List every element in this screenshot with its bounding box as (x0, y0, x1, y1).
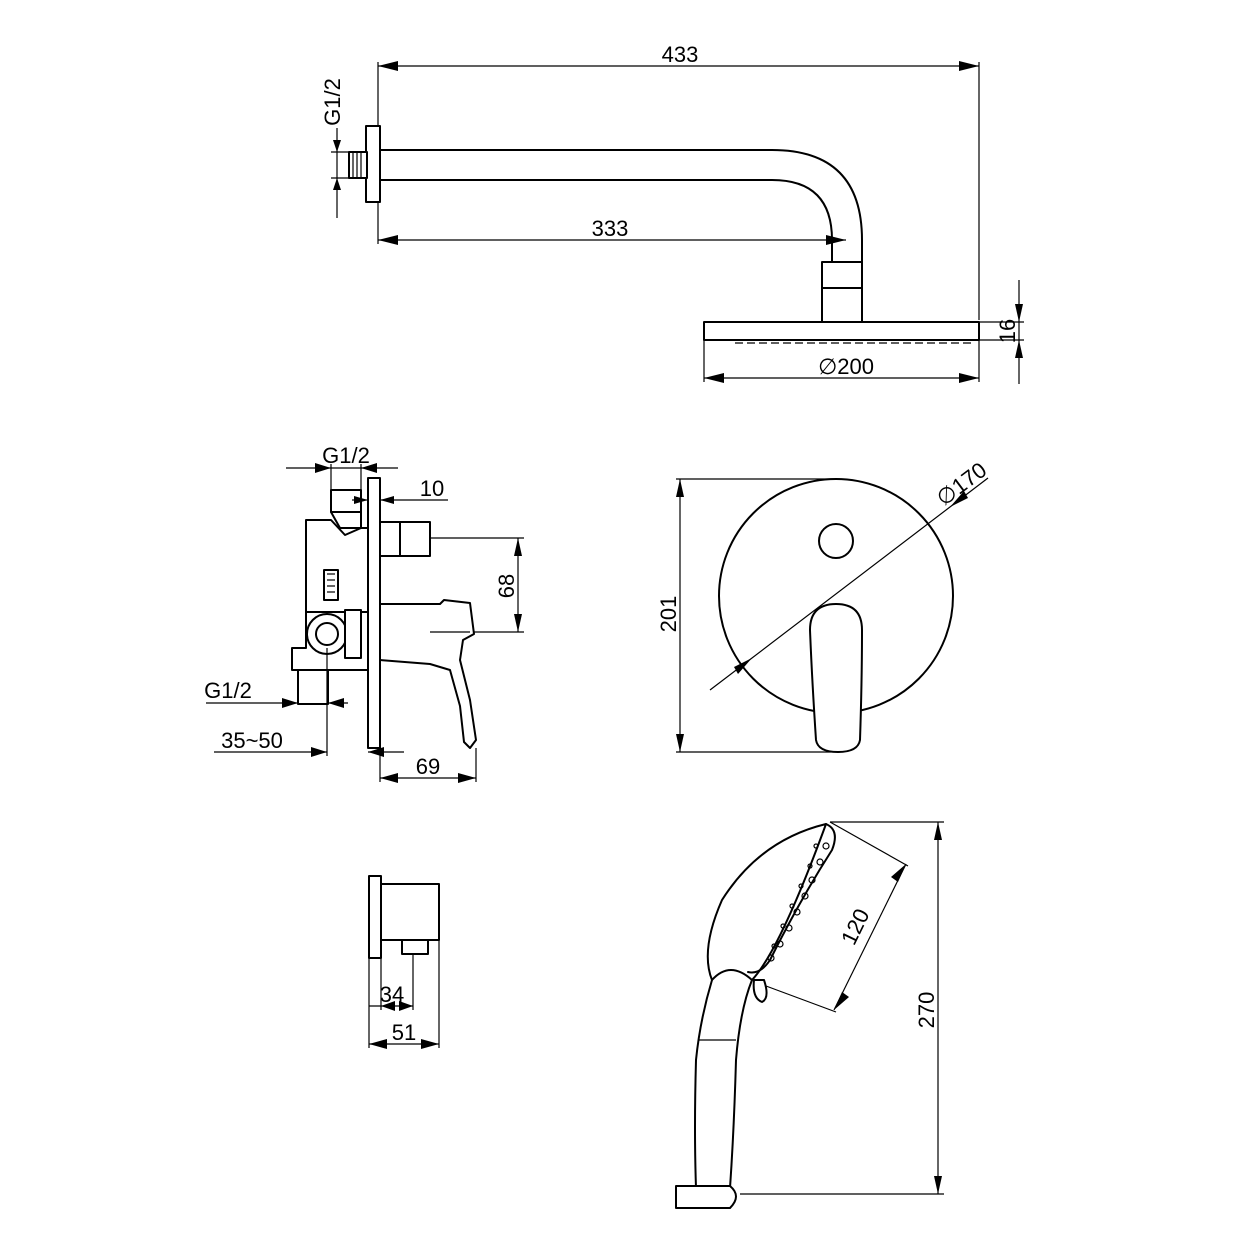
diverter-knob (818, 523, 854, 559)
dim-head-height: 16 (979, 280, 1024, 384)
dim-outlet-inner: 34 (369, 954, 414, 1011)
head-diameter-label: ∅200 (818, 354, 874, 379)
rain-shower-head (703, 321, 980, 341)
wall-flange (365, 125, 381, 203)
lever-handle-side (379, 599, 477, 749)
hand-length-label: 270 (914, 992, 939, 1029)
dim-hand-length: 270 (740, 821, 944, 1195)
hand-shower-body (694, 823, 827, 1189)
top-thread-label: G1/2 (322, 443, 370, 468)
outlet-wall-plate (368, 875, 382, 959)
lever-handle-front (809, 603, 863, 753)
mixer-body (305, 519, 369, 613)
handle-depth-label: 69 (416, 754, 440, 779)
outlet-nipple (401, 939, 429, 955)
outlet-outer-label: 51 (392, 1020, 416, 1045)
dim-bottom-thread: G1/2 (204, 678, 348, 708)
hand-shower-view: 120 270 (675, 821, 944, 1209)
arm-length-label: 333 (592, 216, 629, 241)
dim-plate-thickness: 10 (352, 476, 448, 504)
plate-label: 10 (420, 476, 444, 501)
wall-outlet-view: 34 51 (368, 875, 440, 1049)
front-height-label: 201 (656, 596, 681, 633)
head-height-label: 16 (995, 319, 1020, 343)
spray-nozzles (767, 842, 830, 962)
outlet-inner-label: 34 (380, 982, 404, 1007)
bottom-thread-label: G1/2 (204, 678, 252, 703)
shower-arm-tube-inner (379, 179, 833, 263)
arm-thread-label: G1/2 (320, 78, 345, 126)
hand-shower-hook (752, 979, 768, 1003)
shower-arm-view: G1/2 433 333 ∅200 (320, 42, 1024, 384)
dim-arm-length: 333 (377, 202, 846, 245)
arm-thread-connector (348, 151, 368, 179)
shower-arm-tube-outer (379, 149, 863, 263)
dim-arm-thread: G1/2 (320, 78, 349, 218)
dim-head-diameter: ∅200 (703, 340, 980, 383)
dim-top-thread: G1/2 (286, 443, 398, 490)
dim-outlet-outer: 51 (368, 940, 440, 1049)
arm-total-length-label: 433 (662, 42, 699, 67)
side-stem (344, 609, 362, 659)
outlet-body (380, 883, 440, 941)
bottom-outlet (297, 669, 329, 705)
head-nut (821, 261, 863, 289)
front-diameter-label: ∅170 (932, 457, 992, 511)
mixer-side-view: G1/2 10 68 G1/2 (204, 443, 524, 783)
mixer-height-label: 68 (494, 574, 519, 598)
mixer-front-view: ∅170 201 (656, 457, 992, 753)
depth-range-label: 35~50 (221, 728, 283, 753)
dim-handle-depth: 69 (379, 748, 477, 783)
front-spindle (379, 521, 401, 557)
mixer-cover-plate (367, 477, 381, 749)
dim-mixer-height: 68 (430, 537, 524, 633)
dim-total-length: 433 (377, 42, 980, 320)
hand-shower-connector (675, 1185, 737, 1209)
hand-head-label: 120 (836, 905, 875, 949)
head-ball-joint (821, 287, 863, 323)
dim-front-height: 201 (656, 478, 840, 753)
